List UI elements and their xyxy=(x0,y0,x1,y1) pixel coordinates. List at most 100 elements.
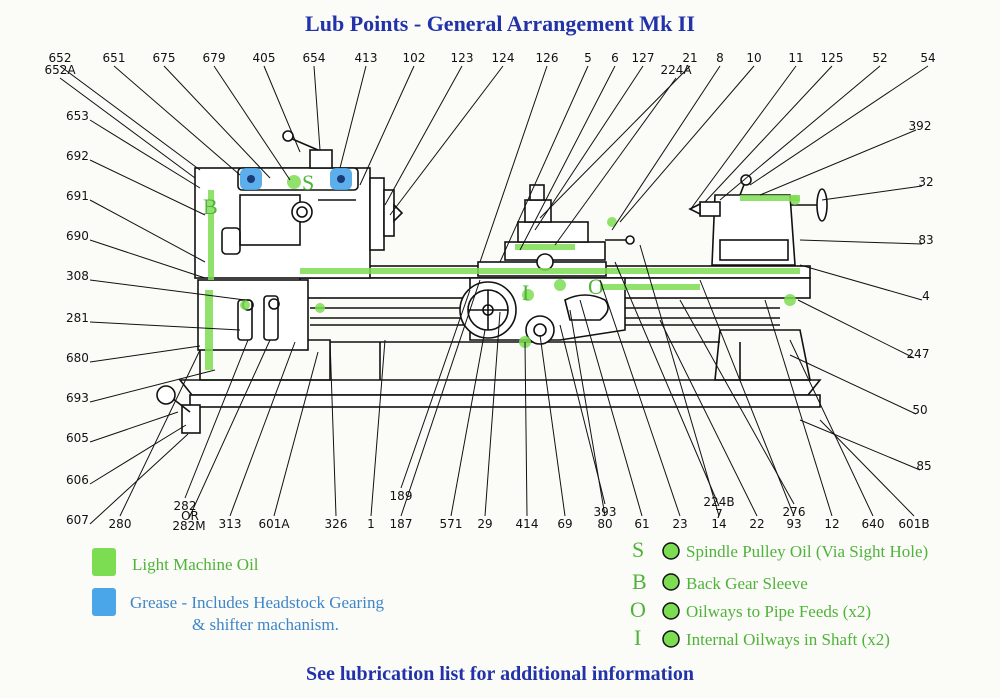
leader-line xyxy=(59,65,201,171)
tailstock xyxy=(711,194,796,266)
machine-letter-b: B xyxy=(203,194,218,219)
right-part-label: 247 xyxy=(907,347,930,361)
legend-point-s: S Spindle Pulley Oil (Via Sight Hole) xyxy=(632,537,928,562)
legend-letter-o: O xyxy=(630,597,646,622)
right-part-label: 85 xyxy=(916,459,931,473)
left-part-label: 691 xyxy=(66,189,89,203)
legend-swatch-grease xyxy=(92,588,116,616)
leader-line xyxy=(273,351,319,517)
compound-oil-point xyxy=(607,217,617,227)
bottom-part-label: 640 xyxy=(862,517,885,531)
bottom-part-label: 1 xyxy=(367,517,375,531)
grease-nipple-icon xyxy=(247,175,255,183)
bed-plinth xyxy=(189,394,821,408)
leader-line xyxy=(389,65,504,216)
bottom-part-label: 571 xyxy=(440,517,463,531)
bottom-part-label: 282 xyxy=(174,499,197,513)
leader-line xyxy=(821,185,923,201)
leader-line xyxy=(89,369,216,403)
top-part-label: 679 xyxy=(203,51,226,65)
machine-letter-s: S xyxy=(302,170,314,195)
oil-strip-feed xyxy=(600,284,700,290)
tailstock-oil-point xyxy=(790,195,800,205)
bottom-part-label: 393 xyxy=(594,505,617,519)
leader-line xyxy=(639,244,720,517)
bottom-part-label: 313 xyxy=(219,517,242,531)
left-part-label: 308 xyxy=(66,269,89,283)
left-part-label: 693 xyxy=(66,391,89,405)
leader-line xyxy=(799,264,923,301)
legend-letter-b: B xyxy=(632,569,647,594)
top-part-label: 652 xyxy=(49,51,72,65)
leader-line xyxy=(689,65,797,211)
left-part-label: 606 xyxy=(66,473,89,487)
leader-line xyxy=(188,339,271,519)
left-part-label: 281 xyxy=(66,311,89,325)
leader-line xyxy=(89,424,187,485)
leader-line xyxy=(339,65,367,169)
leader-line xyxy=(450,329,486,517)
legend-point-b: B Back Gear Sleeve xyxy=(632,569,808,594)
leadscrew-oil-point xyxy=(315,303,325,313)
top-part-label: 102 xyxy=(403,51,426,65)
bottom-part-label: 224B xyxy=(703,495,734,509)
leader-line xyxy=(400,289,471,489)
top-part-label: 54 xyxy=(920,51,935,65)
leader-line xyxy=(749,65,929,186)
leader-line xyxy=(799,419,921,471)
top-part-label: 124 xyxy=(492,51,515,65)
right-part-label: 392 xyxy=(909,119,932,133)
oil-point-icon xyxy=(662,573,680,591)
leader-line xyxy=(819,419,915,517)
top-part-label: 651 xyxy=(103,51,126,65)
leader-lines xyxy=(59,65,929,525)
bottom-part-label: 276 xyxy=(783,505,806,519)
bottom-part-label: 326 xyxy=(325,517,348,531)
bottom-part-label: 601B xyxy=(898,517,929,531)
leader-line xyxy=(579,299,643,517)
legend-letter-s: S xyxy=(632,537,644,562)
leader-line xyxy=(679,299,795,505)
bottom-part-label: 14 xyxy=(711,517,726,531)
legend: Light Machine Oil Grease - Includes Head… xyxy=(92,537,928,650)
leader-line xyxy=(539,65,691,219)
tailstock-quill xyxy=(699,201,721,217)
leader-line xyxy=(163,65,271,179)
oilway-point xyxy=(554,279,566,291)
top-part-label: 654 xyxy=(303,51,326,65)
leader-line xyxy=(789,354,917,415)
oil-strip-gearbox xyxy=(205,290,213,370)
right-part-label: 83 xyxy=(918,233,933,247)
leader-line xyxy=(89,321,241,331)
legend-grease-line1: Grease - Includes Headstock Gearing xyxy=(130,593,384,612)
bottom-part-label: 601A xyxy=(258,517,290,531)
top-part-label: 405 xyxy=(253,51,276,65)
left-part-label: 680 xyxy=(66,351,89,365)
bottom-part-label: 282M xyxy=(172,519,205,533)
leader-line xyxy=(89,199,206,263)
leader-line xyxy=(719,65,881,201)
leader-line xyxy=(619,65,755,223)
top-part-label: 6 xyxy=(611,51,619,65)
left-part-label: 653 xyxy=(66,109,89,123)
leader-line xyxy=(554,77,677,246)
leader-line xyxy=(359,65,415,186)
gearbox-oil-point xyxy=(240,300,250,310)
leader-line xyxy=(119,349,201,517)
legend-light-oil: Light Machine Oil xyxy=(132,555,259,574)
leader-line xyxy=(89,159,206,216)
top-part-label: 10 xyxy=(746,51,761,65)
motor-mount xyxy=(181,404,201,434)
legend-point-o: O Oilways to Pipe Feeds (x2) xyxy=(630,597,871,622)
leader-line xyxy=(479,65,548,263)
top-part-label: 11 xyxy=(788,51,803,65)
top-part-label: 675 xyxy=(153,51,176,65)
leader-line xyxy=(539,334,566,517)
legend-text-s: Spindle Pulley Oil (Via Sight Hole) xyxy=(686,542,928,561)
right-part-label: 4 xyxy=(922,289,930,303)
top-part-label: 52 xyxy=(872,51,887,65)
